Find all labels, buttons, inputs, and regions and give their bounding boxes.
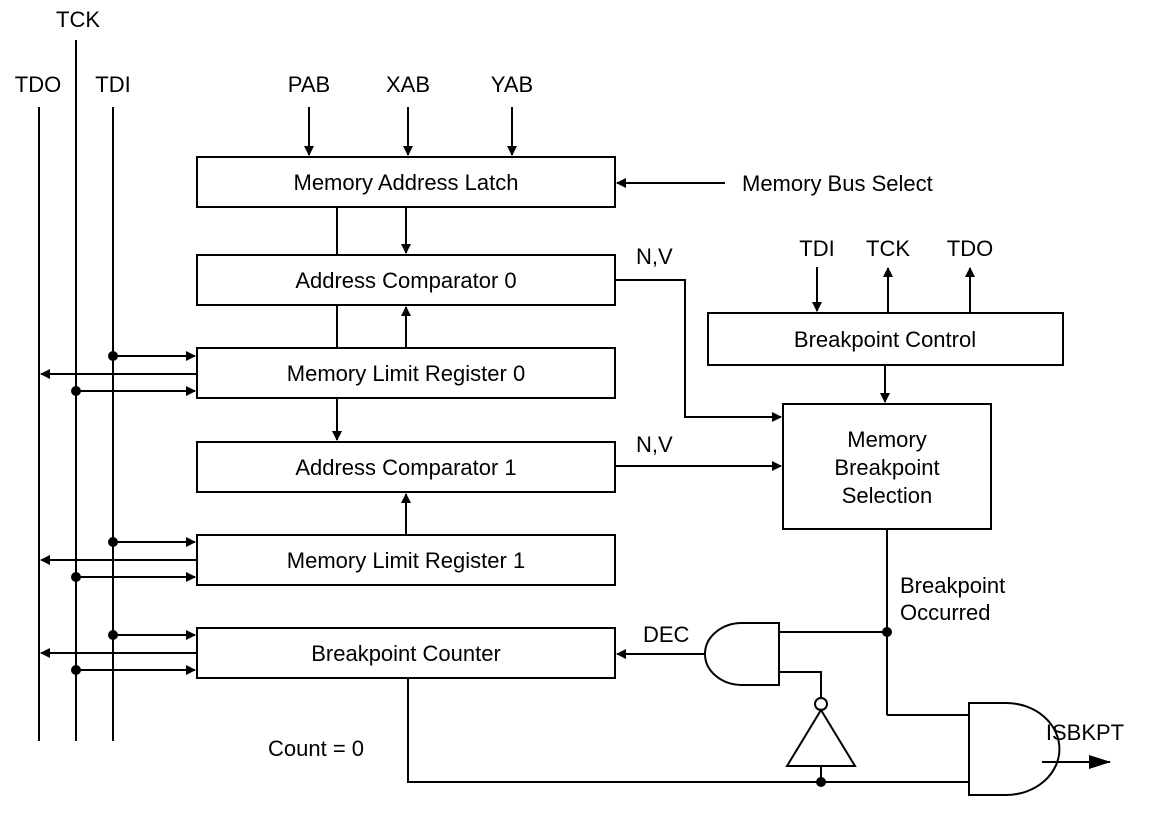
tdi-junction-0: [108, 351, 118, 361]
nv-0-label: N,V: [636, 244, 673, 269]
breakpoint-occurred-label-2: Occurred: [900, 600, 990, 625]
pab-label: PAB: [288, 72, 330, 97]
tdi-label: TDI: [95, 72, 130, 97]
tck-junction-1: [71, 572, 81, 582]
address-comparator-0-block: [196, 254, 616, 306]
tdi-junction-1: [108, 537, 118, 547]
xab-label: XAB: [386, 72, 430, 97]
memory-bus-select-label: Memory Bus Select: [742, 171, 933, 196]
breakpoint-control-label: Breakpoint Control: [794, 327, 976, 352]
address-comparator-1-label: Address Comparator 1: [295, 455, 516, 480]
memory-breakpoint-selection-label-1: Memory: [847, 427, 926, 452]
count-zero-wire: [407, 678, 969, 783]
count-zero-label: Count = 0: [268, 736, 364, 761]
count-zero-junction: [816, 777, 826, 787]
isbkpt-and-gate: [968, 702, 1061, 796]
breakpoint-counter-label: Breakpoint Counter: [311, 641, 501, 666]
inverter-triangle: [785, 708, 857, 767]
tdi-junction-2: [108, 630, 118, 640]
nv-1-label: N,V: [636, 432, 673, 457]
memory-limit-register-0-label: Memory Limit Register 0: [287, 361, 525, 386]
tck-junction-0: [71, 386, 81, 396]
memory-breakpoint-selection-block: [782, 403, 992, 530]
memory-limit-register-0-block: [196, 347, 616, 399]
breakpoint-counter-block: [196, 627, 616, 679]
breakpoint-control-block: [707, 312, 1064, 366]
tdo-label: TDO: [15, 72, 61, 97]
tck-label: TCK: [56, 7, 100, 32]
inverter-to-dec-gate-wire: [779, 671, 822, 698]
address-comparator-0-label: Address Comparator 0: [295, 268, 516, 293]
ctrl-tdo-label: TDO: [947, 236, 993, 261]
yab-label: YAB: [491, 72, 533, 97]
ctrl-tdi-label: TDI: [799, 236, 834, 261]
isbkpt-label: ISBKPT: [1046, 720, 1124, 745]
ctrl-tck-label: TCK: [866, 236, 910, 261]
memory-breakpoint-selection-label-2: Breakpoint: [834, 455, 939, 480]
comparator0-to-selection-wire: [615, 279, 782, 422]
tck-junction-2: [71, 665, 81, 675]
memory-address-latch-label: Memory Address Latch: [294, 170, 519, 195]
memory-breakpoint-selection-label-3: Selection: [842, 483, 933, 508]
dec-label: DEC: [643, 622, 690, 647]
dec-and-gate: [704, 622, 780, 686]
memory-limit-register-1-block: [196, 534, 616, 586]
breakpoint-occurred-label-1: Breakpoint: [900, 573, 1005, 598]
memory-limit-register-1-label: Memory Limit Register 1: [287, 548, 525, 573]
